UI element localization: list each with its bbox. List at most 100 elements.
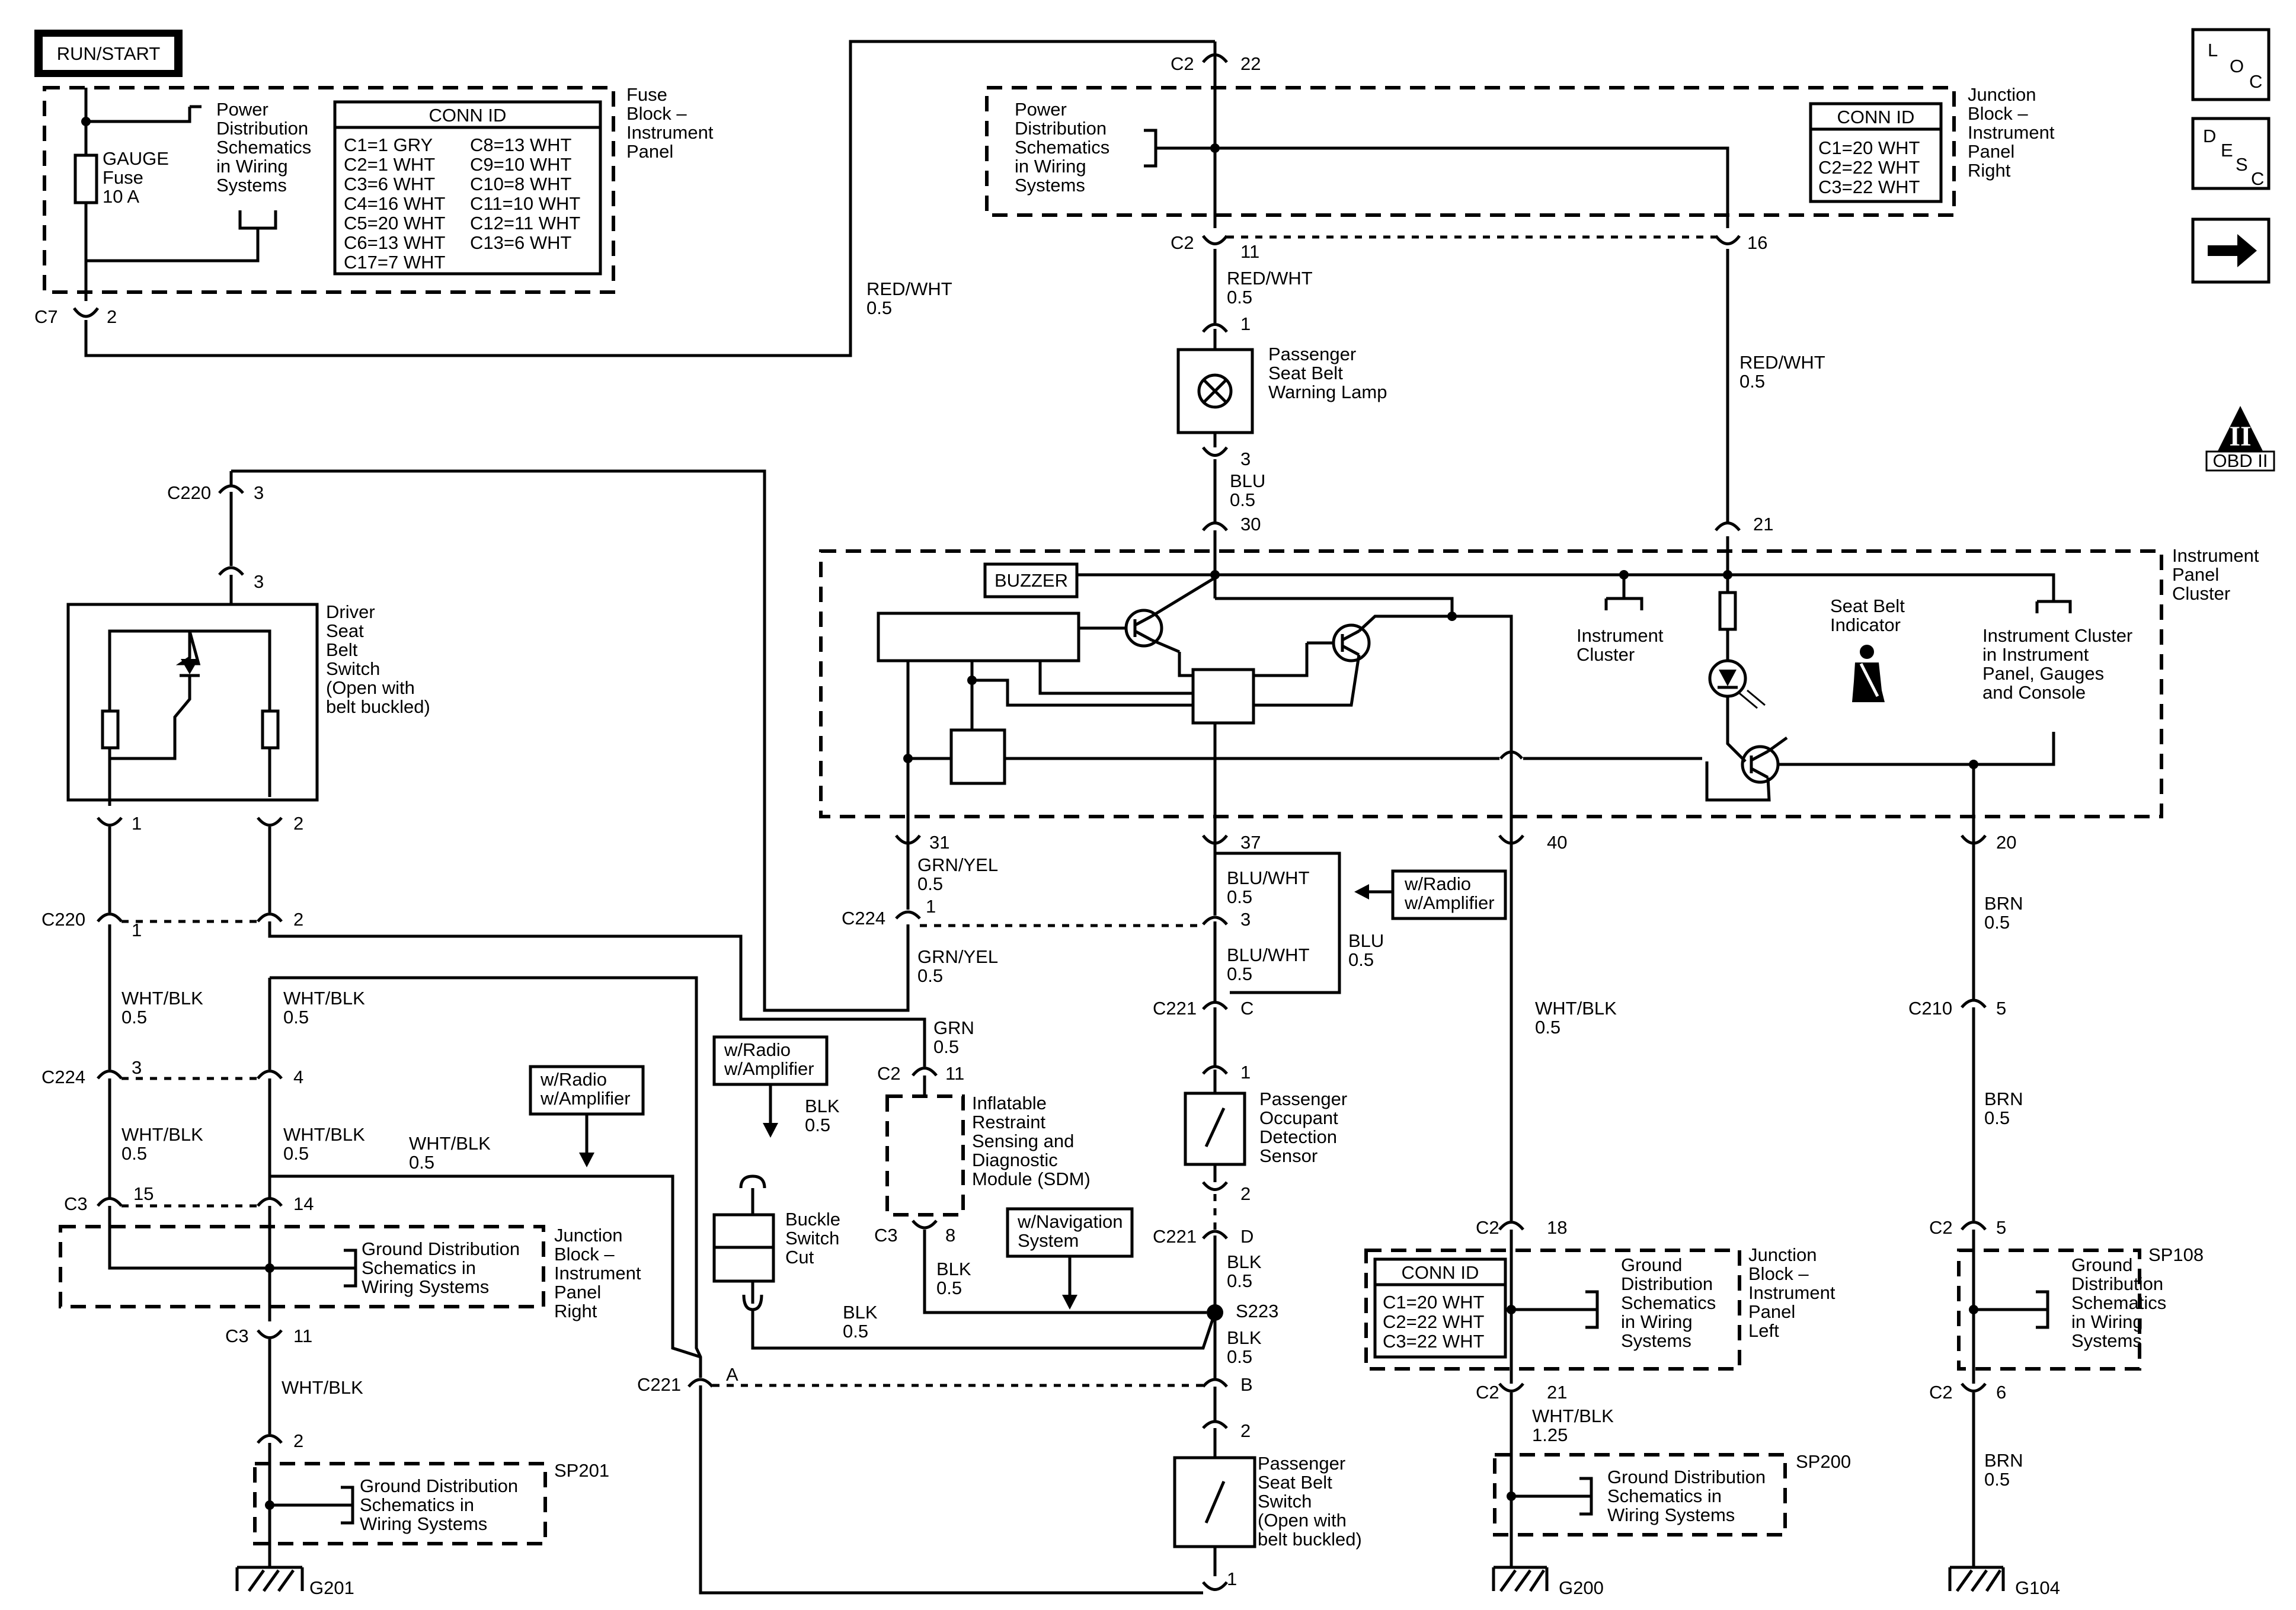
svg-text:CONN ID: CONN ID [1402, 1262, 1479, 1283]
svg-text:2: 2 [293, 1430, 303, 1451]
svg-text:3: 3 [1240, 909, 1251, 930]
svg-text:C11=10 WHT: C11=10 WHT [470, 193, 580, 214]
svg-text:w/Radio: w/Radio [724, 1039, 791, 1060]
grn-to-sdm: GRN 0.5 C2 11 [877, 1017, 974, 1096]
svg-text:Instrument: Instrument [2172, 545, 2259, 566]
power-distribution-ref: Power Distribution Schematics in Wiring … [86, 99, 311, 263]
svg-text:C4=16 WHT: C4=16 WHT [344, 193, 445, 214]
c221-a-b: B C221 A [637, 1364, 1253, 1595]
svg-text:Seat Belt: Seat Belt [1258, 1472, 1332, 1493]
c7-connector: C7 2 RED/WHT 0.5 [34, 40, 1215, 357]
sp201-ground-distribution: SP201 Ground Distribution Schematics in … [253, 1460, 609, 1545]
svg-text:in Instrument: in Instrument [1982, 644, 2089, 665]
svg-text:Passenger: Passenger [1268, 344, 1356, 364]
svg-text:Systems: Systems [1015, 175, 1085, 196]
svg-text:w/Radio: w/Radio [1404, 873, 1471, 894]
svg-text:0.5: 0.5 [409, 1152, 434, 1173]
svg-text:Panel: Panel [626, 141, 673, 162]
passenger-seat-belt-warning-lamp: Passenger Seat Belt Warning Lamp 3 BLU 0… [1176, 329, 1387, 534]
w-radio-amp-note-2: w/Radio w/Amplifier [529, 1065, 645, 1167]
svg-text:40: 40 [1547, 832, 1567, 853]
svg-text:BLU/WHT: BLU/WHT [1227, 945, 1310, 965]
svg-text:Block –: Block – [1748, 1263, 1809, 1284]
driver-seat-belt-switch: C220 3 3 Driver Seat Belt Switch (Open w… [66, 471, 430, 834]
svg-text:11: 11 [293, 1326, 312, 1346]
svg-text:C224: C224 [842, 908, 885, 929]
description-icon[interactable]: D E S C [2191, 117, 2271, 190]
svg-text:37: 37 [1240, 832, 1261, 853]
svg-text:Passenger: Passenger [1258, 1453, 1345, 1474]
seat-belt-indicator: Seat Belt Indicator [1705, 591, 2055, 802]
svg-text:E: E [2221, 140, 2233, 161]
svg-text:S223: S223 [1236, 1301, 1278, 1321]
grn-yel-circuit: GRN/YEL 0.5 C224 1 GRN/YEL 0.5 [231, 469, 1203, 1012]
svg-text:21: 21 [1547, 1382, 1567, 1403]
svg-text:Schematics: Schematics [216, 137, 311, 158]
svg-text:Ground Distribution: Ground Distribution [1607, 1467, 1766, 1487]
svg-text:WHT/BLK: WHT/BLK [409, 1133, 491, 1154]
svg-text:Distribution: Distribution [1015, 118, 1107, 139]
svg-text:0.5: 0.5 [1984, 1108, 2010, 1128]
svg-text:Fuse: Fuse [103, 167, 143, 188]
svg-text:Module (SDM): Module (SDM) [972, 1169, 1091, 1189]
svg-text:System: System [1018, 1230, 1079, 1251]
svg-text:BRN: BRN [1984, 1450, 2023, 1471]
svg-text:C3=22 WHT: C3=22 WHT [1383, 1331, 1484, 1352]
svg-text:C2=22 WHT: C2=22 WHT [1818, 157, 1920, 178]
svg-text:C6=13 WHT: C6=13 WHT [344, 232, 445, 253]
svg-text:SP201: SP201 [554, 1460, 609, 1481]
svg-text:C13=6 WHT: C13=6 WHT [470, 232, 571, 253]
svg-text:w/Radio: w/Radio [540, 1069, 607, 1090]
svg-text:C10=8 WHT: C10=8 WHT [470, 174, 571, 194]
svg-text:SP200: SP200 [1796, 1451, 1851, 1472]
svg-text:C220: C220 [167, 482, 211, 503]
svg-text:0.5: 0.5 [1227, 886, 1252, 907]
svg-text:C2: C2 [1476, 1217, 1499, 1238]
svg-text:L: L [2208, 40, 2218, 60]
svg-text:Restraint: Restraint [972, 1112, 1045, 1132]
svg-text:Systems: Systems [216, 175, 287, 196]
svg-text:in Wiring: in Wiring [2071, 1311, 2143, 1332]
passenger-occupant-detection-sensor: 1 Passenger Occupant Detection Sensor 2 … [1153, 1062, 1347, 1381]
svg-text:0.5: 0.5 [283, 1143, 309, 1164]
svg-text:Schematics in: Schematics in [1607, 1486, 1722, 1506]
svg-text:C1=1 GRY: C1=1 GRY [344, 135, 433, 155]
c224-pins-left: WHT/BLK 0.5 C224 3 4 WHT/BLK 0.5 WHT/BLK… [41, 976, 702, 1378]
svg-text:Cluster: Cluster [2172, 583, 2230, 604]
next-arrow-icon[interactable] [2191, 217, 2271, 284]
svg-text:C3=6 WHT: C3=6 WHT [344, 174, 435, 194]
svg-text:Instrument: Instrument [626, 122, 714, 143]
svg-text:CONN ID: CONN ID [1837, 107, 1915, 127]
svg-text:BLK: BLK [843, 1302, 878, 1323]
svg-text:A: A [726, 1364, 738, 1385]
svg-text:C3=22 WHT: C3=22 WHT [1818, 177, 1920, 197]
svg-text:BUZZER: BUZZER [994, 570, 1068, 591]
svg-text:2: 2 [1240, 1183, 1251, 1204]
svg-text:Systems: Systems [2071, 1330, 2142, 1351]
svg-text:Switch: Switch [785, 1228, 839, 1249]
svg-text:0.5: 0.5 [805, 1115, 830, 1135]
svg-text:Power: Power [1015, 99, 1067, 120]
svg-text:C2: C2 [1929, 1382, 1953, 1403]
svg-text:1: 1 [926, 896, 936, 917]
svg-text:C2: C2 [1171, 53, 1194, 74]
svg-text:0.5: 0.5 [1230, 489, 1255, 510]
c2-pin22: C2 22 [1171, 41, 1261, 228]
svg-text:Distribution: Distribution [2071, 1273, 2163, 1294]
svg-text:C221: C221 [1153, 1226, 1197, 1247]
svg-text:Seat Belt: Seat Belt [1268, 363, 1343, 383]
svg-text:C2=1 WHT: C2=1 WHT [344, 154, 435, 175]
svg-text:BLK: BLK [1227, 1327, 1262, 1348]
svg-text:Cluster: Cluster [1576, 644, 1635, 665]
svg-text:belt buckled): belt buckled) [326, 696, 430, 717]
junction-block-right-lower: C3 15 14 Ground Distribution Schematics … [59, 1183, 641, 1567]
svg-text:Instrument: Instrument [1576, 625, 1664, 646]
location-icon[interactable]: L O C [2191, 28, 2271, 101]
svg-text:1: 1 [1240, 313, 1251, 334]
svg-text:RUN/START: RUN/START [57, 43, 161, 64]
svg-text:BLK: BLK [1227, 1251, 1262, 1272]
w-radio-amp-note-1: w/Radio w/Amplifier [1354, 869, 1507, 920]
svg-text:0.5: 0.5 [121, 1007, 147, 1028]
buzzer-transistor [1079, 576, 1216, 677]
